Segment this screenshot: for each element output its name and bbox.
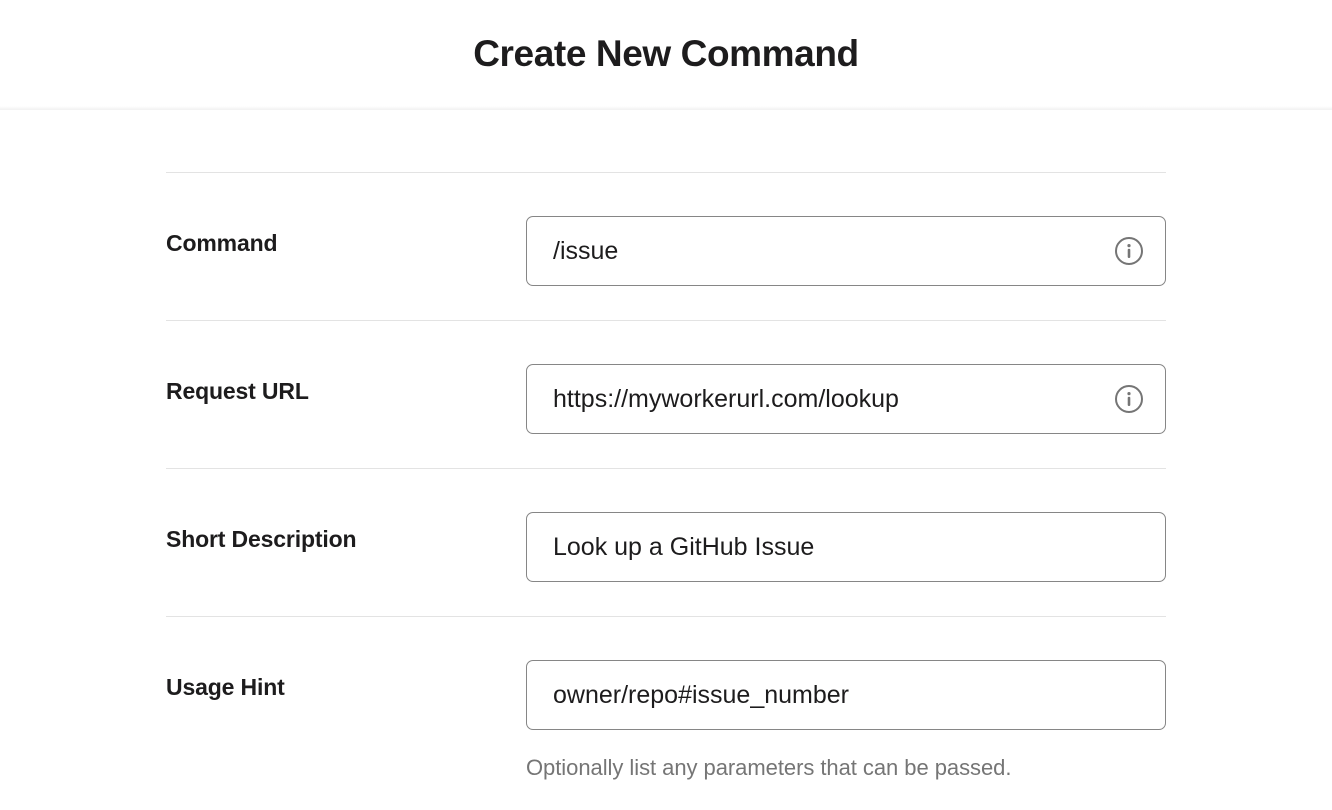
usage-hint-helper-text: Optionally list any parameters that can … xyxy=(526,755,1012,780)
usage-hint-input-wrap xyxy=(526,660,1166,730)
row-divider xyxy=(166,320,1166,321)
form-row-short-description: Short Description xyxy=(166,469,1166,616)
request-url-input[interactable] xyxy=(526,364,1166,434)
page-title: Create New Command xyxy=(473,32,859,74)
field-column: Optionally list any parameters that can … xyxy=(526,617,1166,783)
label-column: Command xyxy=(166,173,526,256)
field-column xyxy=(526,173,1166,286)
field-label-command: Command xyxy=(166,230,278,256)
short-description-input[interactable] xyxy=(526,512,1166,582)
info-icon[interactable] xyxy=(1114,236,1144,266)
command-input[interactable] xyxy=(526,216,1166,286)
short-description-input-wrap xyxy=(526,512,1166,582)
field-column xyxy=(526,469,1166,582)
field-column xyxy=(526,321,1166,434)
row-divider xyxy=(166,172,1166,173)
form-row-request-url: Request URL xyxy=(166,321,1166,468)
info-icon[interactable] xyxy=(1114,384,1144,414)
form-row-usage-hint: Usage Hint Optionally list any parameter… xyxy=(166,617,1166,783)
modal-body: Command xyxy=(0,110,1332,783)
row-divider xyxy=(166,616,1166,617)
label-column: Usage Hint xyxy=(166,617,526,700)
create-command-modal: Create New Command Command xyxy=(0,0,1332,783)
label-column: Request URL xyxy=(166,321,526,404)
row-divider xyxy=(166,468,1166,469)
form-row-command: Command xyxy=(166,173,1166,320)
modal-header: Create New Command xyxy=(0,0,1332,110)
field-label-short-description: Short Description xyxy=(166,526,357,552)
command-input-wrap xyxy=(526,216,1166,286)
request-url-input-wrap xyxy=(526,364,1166,434)
command-form: Command xyxy=(166,110,1166,783)
field-label-usage-hint: Usage Hint xyxy=(166,674,285,700)
field-label-request-url: Request URL xyxy=(166,378,309,404)
usage-hint-input[interactable] xyxy=(526,660,1166,730)
label-column: Short Description xyxy=(166,469,526,552)
